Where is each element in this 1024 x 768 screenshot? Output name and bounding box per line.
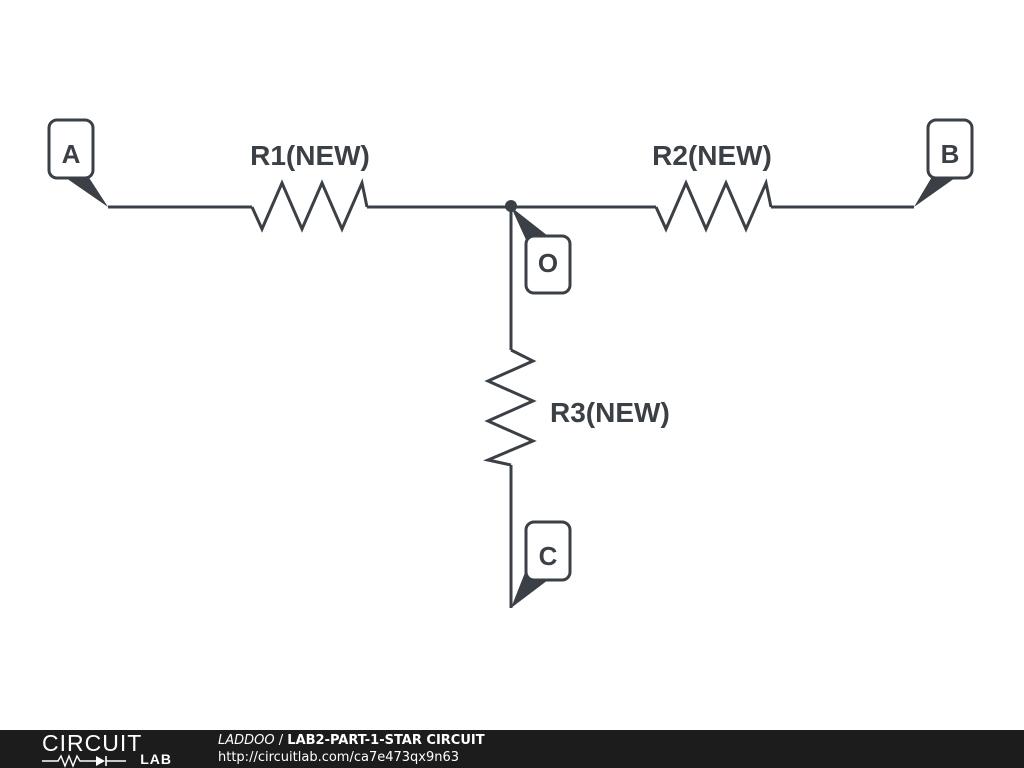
logo-subtext: LAB xyxy=(140,751,172,767)
star-circuit-schematic: A B O C R1(NEW) R2(NEW) R3(NEW) xyxy=(47,118,974,608)
resistor-diode-logo-icon xyxy=(42,754,126,768)
separator: / xyxy=(274,733,288,748)
resistor-r1-label: R1(NEW) xyxy=(250,140,370,171)
port-b-box xyxy=(926,118,974,180)
resistor-r3-label: R3(NEW) xyxy=(550,397,670,428)
port-o-label: O xyxy=(538,248,558,278)
port-a-box xyxy=(47,118,95,180)
resistor-r2-symbol xyxy=(654,178,773,233)
resistor-r3-symbol xyxy=(483,348,537,467)
author-link[interactable]: LADDOO xyxy=(218,733,275,748)
circuit-url-link[interactable]: http://circuitlab.com/ca7e473qx9n63 xyxy=(218,750,460,765)
circuit-title-link[interactable]: LAB2-PART-1-STAR CIRCUIT xyxy=(287,733,485,748)
port-c-label: C xyxy=(539,541,558,571)
footer-bar: CIRCUIT LAB LADDOO / LAB2-PART-1-STAR CI… xyxy=(0,730,1024,768)
circuitlab-logo[interactable]: CIRCUIT LAB xyxy=(42,730,174,768)
resistor-r1-symbol xyxy=(250,178,369,233)
port-b[interactable]: B xyxy=(914,118,974,207)
author-title-line: LADDOO / LAB2-PART-1-STAR CIRCUIT xyxy=(218,732,485,749)
port-c-box xyxy=(524,520,572,582)
junction-node-dot xyxy=(505,200,517,212)
port-o[interactable]: O xyxy=(511,207,572,295)
port-b-label: B xyxy=(941,139,960,169)
port-c[interactable]: C xyxy=(511,520,572,608)
resistor-r2-label: R2(NEW) xyxy=(652,140,772,171)
port-o-pointer xyxy=(511,207,548,242)
port-o-box xyxy=(524,234,572,295)
logo-wordmark: CIRCUIT xyxy=(42,730,143,756)
port-a-label: A xyxy=(62,139,81,169)
circuit-meta: LADDOO / LAB2-PART-1-STAR CIRCUIT http:/… xyxy=(218,732,485,766)
port-a[interactable]: A xyxy=(47,118,108,207)
